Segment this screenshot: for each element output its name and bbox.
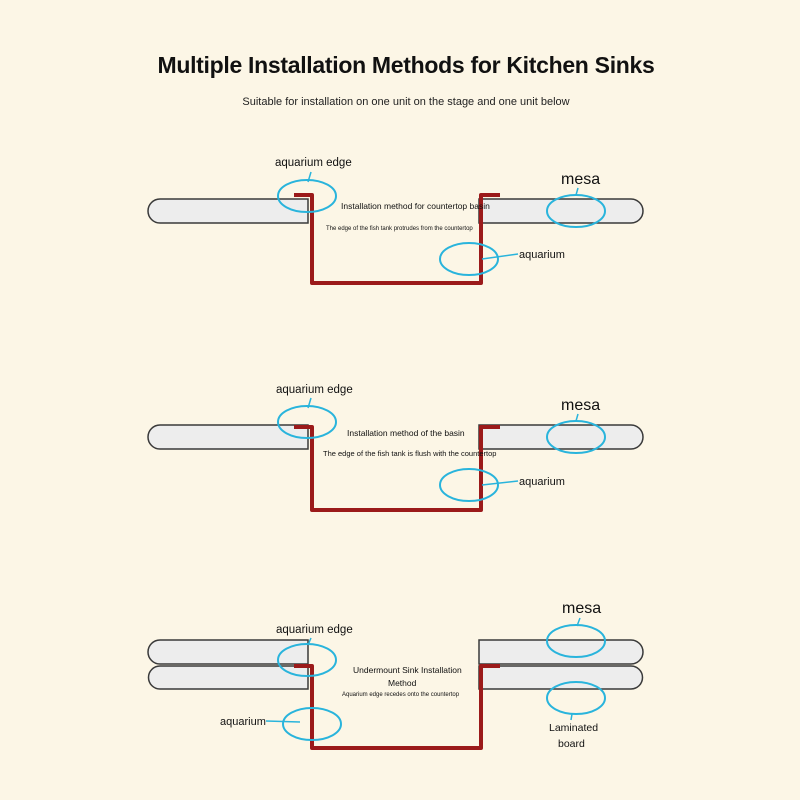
sink-basin — [294, 425, 500, 512]
aquarium-callout-circle — [439, 468, 499, 502]
mesa-callout-circle — [546, 624, 606, 658]
countertop-upper-left — [147, 639, 309, 665]
page-subtitle: Suitable for installation on one unit on… — [242, 96, 570, 108]
aquarium-label: aquarium — [519, 476, 565, 488]
edge-callout-line — [307, 637, 312, 646]
mesa-callout-line — [575, 413, 579, 422]
edge-callout-circle — [277, 179, 337, 213]
aquarium-label: aquarium — [220, 716, 266, 728]
board-label-line2: board — [558, 738, 585, 750]
mesa-callout-line — [575, 187, 579, 196]
countertop-upper-right — [478, 639, 644, 665]
edge-label: aquarium edge — [276, 384, 353, 396]
method-title: Installation method of the basin — [347, 428, 465, 438]
edge-callout-line — [307, 171, 312, 183]
diagram-countertop-basin: aquarium edge mesa aquarium Installation… — [147, 157, 644, 285]
mesa-label: mesa — [562, 600, 601, 617]
page-title: Multiple Installation Methods for Kitche… — [157, 52, 655, 78]
edge-callout-line — [307, 397, 312, 409]
edge-callout-circle — [277, 643, 337, 677]
sink-basin — [294, 664, 500, 750]
aquarium-callout-circle — [282, 707, 342, 741]
method-desc: The edge of the fish tank protrudes from… — [326, 226, 473, 232]
aquarium-callout-line — [481, 253, 519, 260]
method-title-line2: Method — [388, 678, 417, 688]
laminated-board-left — [147, 665, 309, 690]
mesa-callout-line — [576, 617, 581, 627]
aquarium-callout-line — [265, 720, 301, 723]
method-desc: Aquarium edge recedes onto the counterto… — [342, 692, 460, 698]
board-callout-line — [570, 713, 573, 721]
diagram-undermount: aquarium edge mesa aquarium Laminated bo… — [147, 600, 644, 750]
method-desc: The edge of the fish tank is flush with … — [323, 449, 496, 458]
edge-callout-circle — [277, 405, 337, 439]
board-callout-circle — [546, 681, 606, 715]
mesa-label: mesa — [561, 397, 600, 414]
aquarium-label: aquarium — [519, 249, 565, 261]
laminated-board-right — [478, 665, 644, 690]
aquarium-callout-circle — [439, 242, 499, 276]
edge-label: aquarium edge — [276, 624, 353, 636]
mesa-label: mesa — [561, 171, 600, 188]
countertop-left — [147, 424, 309, 450]
countertop-right — [478, 198, 644, 224]
diagram-flush-basin: aquarium edge mesa aquarium Installation… — [147, 384, 644, 512]
edge-label: aquarium edge — [275, 157, 352, 169]
method-title-line1: Undermount Sink Installation — [353, 665, 462, 675]
aquarium-callout-line — [481, 480, 519, 486]
board-label-line1: Laminated — [549, 722, 598, 734]
countertop-right — [478, 424, 644, 450]
method-title: Installation method for countertop basin — [341, 201, 490, 211]
countertop-left — [147, 198, 309, 224]
sink-basin — [294, 193, 500, 285]
